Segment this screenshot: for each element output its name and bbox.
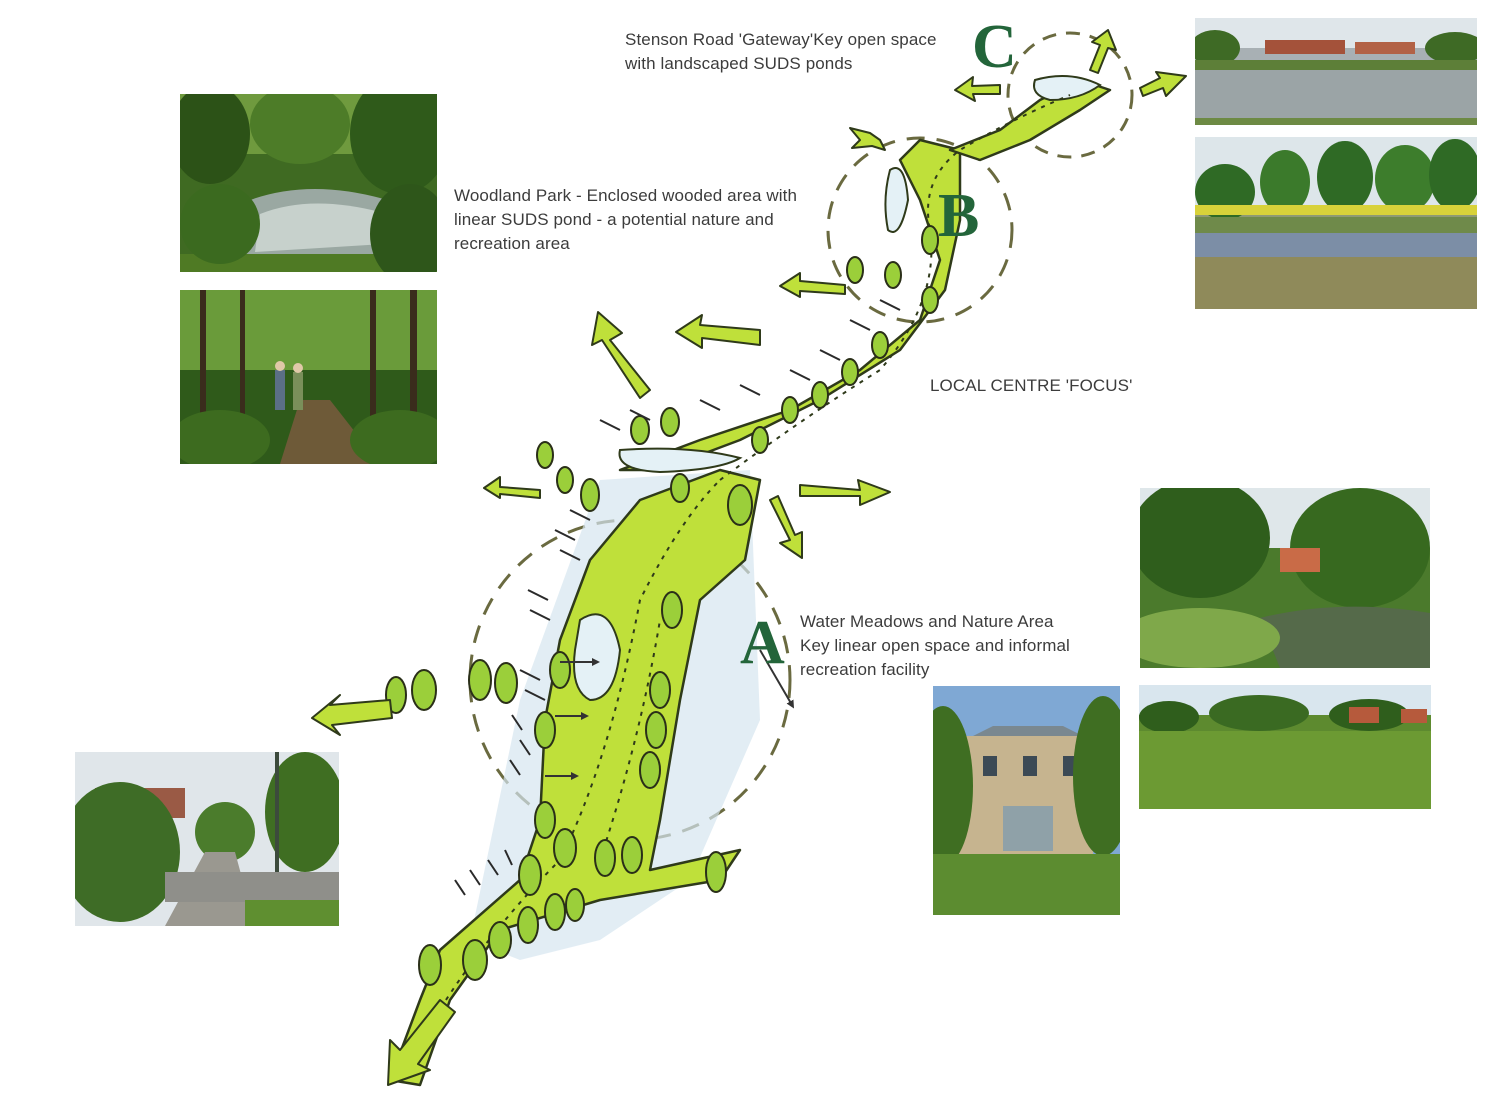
suds-ponds bbox=[573, 75, 1102, 702]
zone-a-caption-line-1: Water Meadows and Nature Area bbox=[800, 612, 1054, 631]
zone-b-caption-line-2: linear SUDS pond - a potential nature an… bbox=[454, 210, 774, 229]
masterplan-sketch bbox=[311, 29, 1187, 1087]
photo-townhouse-green bbox=[933, 686, 1120, 915]
zone-a-caption: Water Meadows and Nature Area Key linear… bbox=[800, 610, 1070, 682]
local-centre-focus-label: LOCAL CENTRE 'FOCUS' bbox=[930, 376, 1133, 395]
zone-c-letter: C bbox=[972, 13, 1017, 81]
zone-a-caption-line-3: recreation facility bbox=[800, 660, 930, 679]
photo-lake-trees bbox=[1195, 137, 1477, 309]
photo-suds-pond-houses bbox=[1195, 18, 1477, 125]
photo-water-meadow bbox=[1140, 488, 1430, 668]
zone-a-caption-line-2: Key linear open space and informal bbox=[800, 636, 1070, 655]
photo-woodland-path bbox=[180, 290, 437, 464]
zone-b-caption: Woodland Park - Enclosed wooded area wit… bbox=[454, 184, 797, 256]
zone-c-boundary bbox=[1006, 31, 1134, 159]
zone-a-letter: A bbox=[740, 609, 785, 677]
zone-c-caption-line-2: with landscaped SUDS ponds bbox=[625, 54, 853, 73]
zone-b-letter: B bbox=[938, 182, 980, 250]
zone-b-boundary bbox=[826, 136, 1014, 324]
zone-b-caption-line-1: Woodland Park - Enclosed wooded area wit… bbox=[454, 186, 798, 205]
photo-residential-street bbox=[75, 752, 339, 926]
photo-playing-field bbox=[1139, 685, 1431, 809]
zone-c-caption: Stenson Road 'Gateway'Key open space wit… bbox=[625, 28, 937, 76]
zone-c-caption-line-1: Stenson Road 'Gateway'Key open space bbox=[625, 30, 937, 49]
photo-woodland-pond bbox=[180, 94, 437, 272]
zone-b-caption-line-3: recreation area bbox=[454, 234, 570, 253]
direction-arrows bbox=[311, 29, 1187, 1086]
